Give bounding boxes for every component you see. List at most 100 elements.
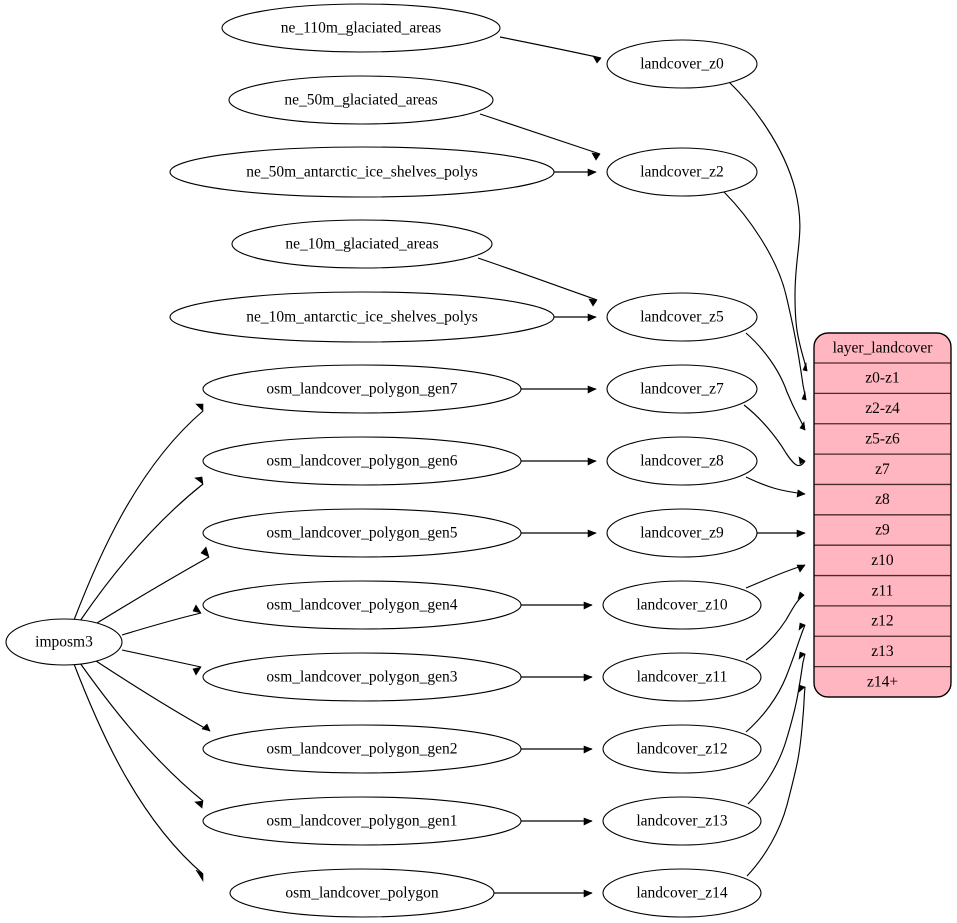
node-landcover_z13[interactable]: landcover_z13 (602, 796, 762, 846)
node-label: landcover_z8 (640, 453, 724, 470)
arrowhead-icon (200, 546, 210, 558)
edge-imposm3-to-osm_landcover_polygon_gen4 (121, 612, 202, 636)
edge-imposm3-to-osm_landcover_polygon_gen2 (95, 660, 211, 732)
node-landcover_z10[interactable]: landcover_z10 (602, 580, 762, 630)
node-landcover_z7[interactable]: landcover_z7 (606, 364, 758, 414)
arrowhead-icon (592, 55, 602, 64)
record-row-row-z5-z6[interactable]: z5-z6 (814, 424, 951, 454)
node-osm_landcover_polygon[interactable]: osm_landcover_polygon (229, 868, 495, 918)
landcover-nodes-layer: landcover_z0 landcover_z2 landcover_z5land… (602, 39, 762, 918)
record-row-row-z7[interactable]: z7 (814, 454, 951, 484)
arrowhead-icon (797, 591, 805, 600)
record-row-row-z0-z1[interactable]: z0-z1 (814, 363, 951, 393)
arrowhead-icon (583, 745, 593, 754)
node-label: osm_landcover_polygon_gen5 (266, 525, 457, 542)
edge-landcover_z8-to-row-z8 (745, 476, 806, 495)
node-landcover_z11[interactable]: landcover_z11 (602, 652, 762, 702)
node-label: osm_landcover_polygon_gen4 (266, 597, 457, 614)
record-row-row-z9[interactable]: z9 (814, 515, 951, 545)
node-ne_10m_antarctic_ice_shelves_polys[interactable]: ne_10m_antarctic_ice_shelves_polys (169, 291, 555, 343)
node-ne_50m_glaciated_areas[interactable]: ne_50m_glaciated_areas (228, 75, 494, 125)
node-landcover_z9[interactable]: landcover_z9 (606, 508, 758, 558)
arrowhead-icon (796, 489, 806, 498)
arrowhead-icon (796, 564, 806, 573)
node-imposm3[interactable]: imposm3 (5, 618, 123, 666)
record-layer_landcover[interactable]: layer_landcoverz0-z1z2-z4z5-z6z7z8z9z10z… (813, 332, 952, 698)
edge-imposm3-to-osm_landcover_polygon_gen1 (79, 662, 204, 802)
record-row-row-z10[interactable]: z10 (814, 545, 951, 575)
layer-landcover-record: layer_landcoverz0-z1z2-z4z5-z6z7z8z9z10z… (813, 332, 952, 698)
node-shape (606, 292, 758, 342)
node-shape (602, 724, 762, 774)
edge-imposm3-to-osm_landcover_polygon_gen6 (79, 483, 204, 622)
edge-landcover_z2-to-row-z2-z4 (723, 191, 807, 401)
record-row-label: z14+ (867, 673, 898, 690)
node-osm_landcover_polygon_gen6[interactable]: osm_landcover_polygon_gen6 (202, 436, 522, 486)
node-shape (202, 724, 522, 774)
node-osm_landcover_polygon_gen3[interactable]: osm_landcover_polygon_gen3 (202, 652, 522, 702)
edge-landcover_z5-to-row-z5-z6 (745, 332, 806, 431)
edge-landcover_z14-to-row-z14p (746, 686, 806, 877)
node-label: imposm3 (35, 634, 93, 651)
arrowhead-icon (583, 601, 593, 610)
node-shape (606, 508, 758, 558)
node-shape (202, 580, 522, 630)
node-landcover_z5[interactable]: landcover_z5 (606, 292, 758, 342)
node-landcover_z8[interactable]: landcover_z8 (606, 436, 758, 486)
record-row-row-z13[interactable]: z13 (814, 636, 951, 666)
record-row-label: z9 (875, 522, 890, 539)
arrowhead-icon (194, 800, 204, 809)
edge-landcover_z0-to-row-z0-z1 (728, 81, 808, 372)
node-osm_landcover_polygon_gen4[interactable]: osm_landcover_polygon_gen4 (202, 580, 522, 630)
record-row-row-z12[interactable]: z12 (814, 606, 951, 636)
node-osm_landcover_polygon_gen7[interactable]: osm_landcover_polygon_gen7 (202, 364, 522, 414)
node-shape (5, 618, 123, 666)
node-label: osm_landcover_polygon_gen3 (266, 669, 457, 686)
node-shape (202, 436, 522, 486)
node-shape (202, 364, 522, 414)
node-shape (202, 508, 522, 558)
node-label: ne_50m_glaciated_areas (284, 92, 437, 109)
node-shape (606, 147, 758, 197)
node-ne_50m_antarctic_ice_shelves_polys[interactable]: ne_50m_antarctic_ice_shelves_polys (169, 146, 555, 198)
node-landcover_z2[interactable]: landcover_z2 (606, 147, 758, 197)
arrowhead-icon (591, 152, 601, 161)
arrowhead-icon (192, 666, 202, 676)
record-row-label: z7 (875, 461, 890, 478)
edge-imposm3-to-osm_landcover_polygon_gen5 (96, 556, 210, 624)
arrowhead-icon (796, 529, 806, 538)
node-landcover_z12[interactable]: landcover_z12 (602, 724, 762, 774)
node-label: landcover_z2 (640, 164, 724, 181)
node-label: osm_landcover_polygon_gen6 (266, 453, 457, 470)
node-shape (602, 652, 762, 702)
arrowhead-icon (587, 313, 597, 322)
node-label: ne_110m_glaciated_areas (281, 20, 441, 37)
node-label: landcover_z9 (640, 525, 724, 542)
node-landcover_z14[interactable]: landcover_z14 (602, 868, 762, 918)
node-label: landcover_z12 (636, 741, 727, 758)
node-label: ne_10m_antarctic_ice_shelves_polys (246, 309, 478, 326)
record-row-row-z2-z4[interactable]: z2-z4 (814, 393, 951, 423)
record-row-row-z11[interactable]: z11 (814, 576, 951, 606)
node-osm_landcover_polygon_gen2[interactable]: osm_landcover_polygon_gen2 (202, 724, 522, 774)
node-shape (606, 436, 758, 486)
arrowhead-icon (195, 403, 204, 412)
node-shape (602, 868, 762, 918)
record-row-label: z10 (871, 552, 894, 569)
edge-landcover_z11-to-row-z11 (745, 594, 805, 661)
arrowhead-icon (798, 684, 806, 693)
node-ne_110m_glaciated_areas[interactable]: ne_110m_glaciated_areas (221, 3, 501, 53)
record-row-label: z13 (871, 643, 894, 660)
node-osm_landcover_polygon_gen5[interactable]: osm_landcover_polygon_gen5 (202, 508, 522, 558)
node-landcover_z0[interactable]: landcover_z0 (606, 39, 758, 89)
edge-landcover_z12-to-row-z12 (745, 624, 806, 733)
record-row-row-z8[interactable]: z8 (814, 484, 951, 514)
record-row-row-z14p[interactable]: z14+ (814, 667, 951, 697)
node-osm_landcover_polygon_gen1[interactable]: osm_landcover_polygon_gen1 (202, 796, 522, 846)
node-label: landcover_z13 (636, 813, 727, 830)
node-shape (202, 652, 522, 702)
node-ne_10m_glaciated_areas[interactable]: ne_10m_glaciated_areas (231, 219, 493, 269)
edge-ne_110m_glaciated_areas-to-landcover_z0 (499, 36, 602, 59)
record-row-label: z11 (872, 582, 894, 599)
